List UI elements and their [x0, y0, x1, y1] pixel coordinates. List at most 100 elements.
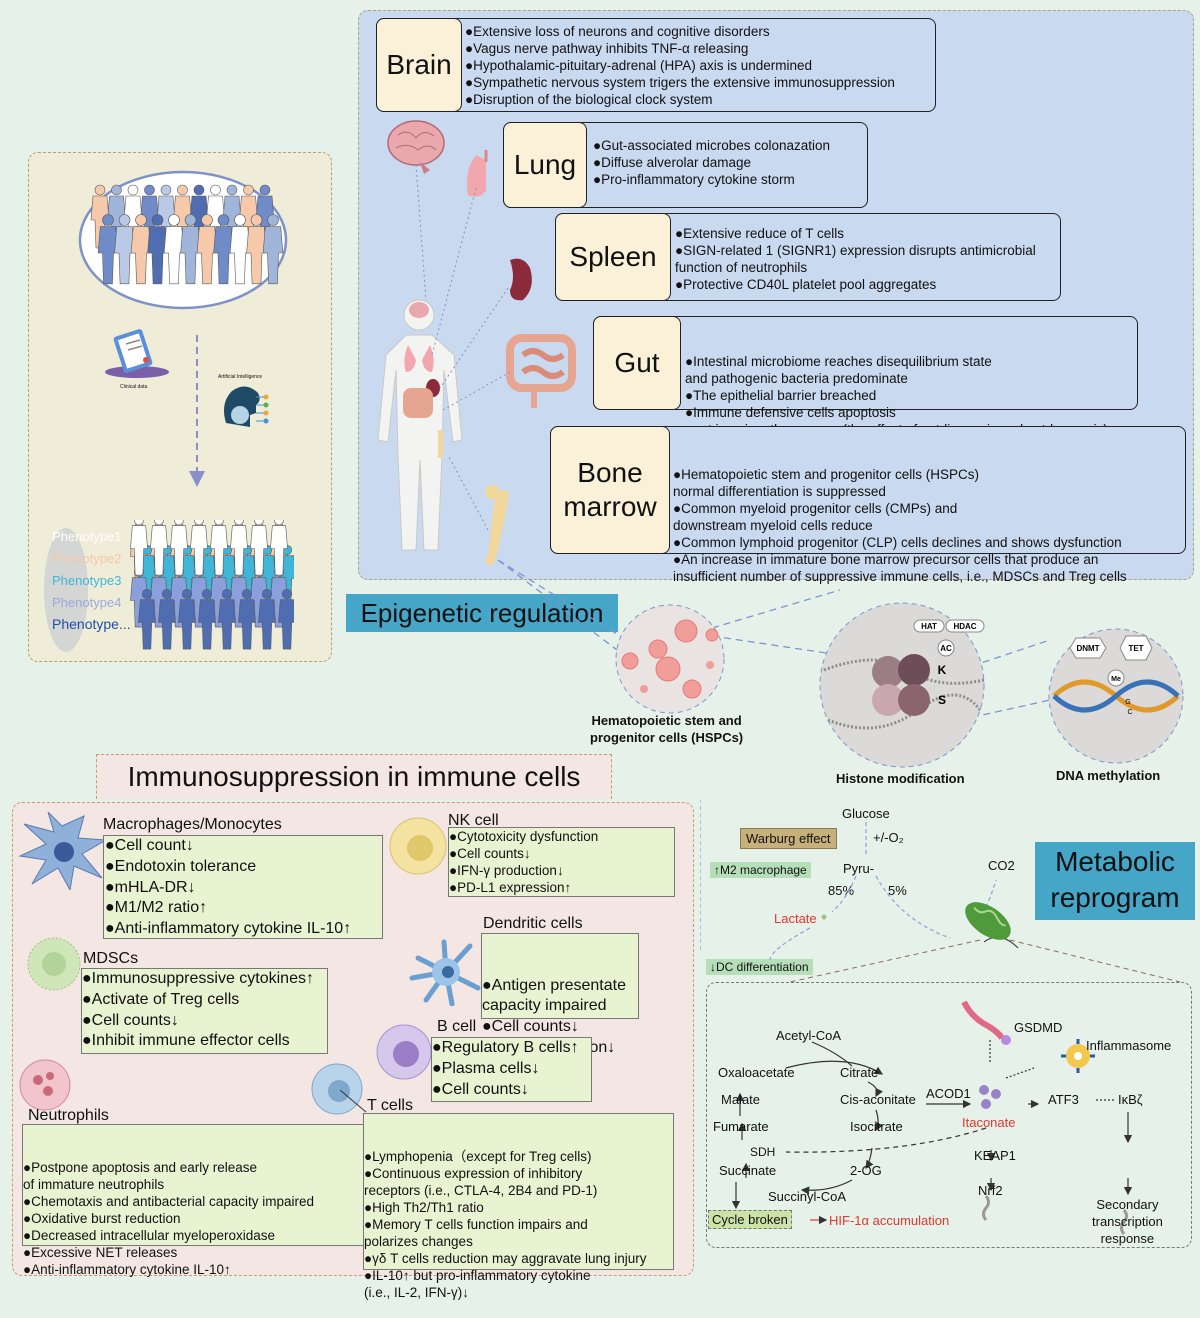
dna-dnmt-label: DNMT [1076, 644, 1099, 653]
gsdmd-label: GSDMD [1014, 1020, 1063, 1035]
pyru-label: Pyru- [843, 861, 875, 876]
itaconate-label: Itaconate [962, 1115, 1016, 1130]
person-figure [278, 588, 294, 650]
clipboard-icon [105, 329, 169, 378]
dc-box: ●Antigen presentate capacity impaired●Ce… [481, 933, 639, 1056]
bone-icon [485, 485, 509, 565]
dna-g-label: G [1125, 699, 1130, 706]
neutrophil-icon [19, 1059, 71, 1111]
mdsc-box: ●Immunosuppressive cytokines↑●Activate o… [81, 968, 328, 1054]
dna-label: DNA methylation [1056, 768, 1161, 783]
brain-box [376, 18, 936, 112]
person-figure [150, 520, 168, 576]
clinical-data-label: Clinical data [120, 384, 148, 390]
histone-hat-label: HAT [921, 622, 937, 631]
person-figure [198, 588, 216, 650]
gut-title: Gut [593, 316, 681, 410]
oxaloacetate: Oxaloacetate [718, 1065, 795, 1080]
person-figure [262, 214, 284, 285]
person-figure [163, 214, 185, 285]
t-cell-title: T cells [367, 1097, 413, 1114]
dna-c-label: C [1127, 709, 1132, 716]
person-figure [130, 520, 148, 576]
b-cell-icon [376, 1024, 432, 1080]
person-figure [210, 520, 228, 576]
person-figure [97, 214, 119, 285]
nk-title: NK cell [448, 812, 499, 829]
dc-title: Dendritic cells [483, 915, 583, 932]
succinyl-coa: Succinyl-CoA [768, 1189, 847, 1204]
person-figure [238, 588, 256, 650]
lactate-label: Lactate [774, 911, 817, 926]
person-figure [270, 520, 288, 576]
zoom-lines [789, 939, 1181, 983]
inflammasome-label: Inflammasome [1086, 1038, 1172, 1053]
mdsc-title: MDSCs [83, 950, 139, 967]
t-cell-icon [311, 1063, 363, 1115]
t-cell-connector [340, 1090, 367, 1113]
m2-label: ↑M2 macrophage [710, 862, 811, 878]
histone-label: Histone modification [836, 771, 965, 786]
person-figure [107, 184, 126, 249]
tca-panel [706, 982, 1192, 1248]
o2-label: +/-O₂ [873, 830, 904, 845]
ai-label: Artificial Intelligence [218, 374, 263, 380]
hif-label: HIF-1α accumulation [829, 1213, 950, 1228]
dendritic-cell-icon [409, 939, 481, 1006]
person-figure [178, 588, 196, 650]
lung-title: Lung [503, 122, 587, 208]
two-og: 2-OG [850, 1163, 882, 1178]
histone-ac-label: AC [940, 644, 952, 653]
succinate: Succinate [719, 1163, 777, 1178]
person-figure [246, 214, 267, 285]
bone-marrow-bullets: ●Hematopoietic stem and progenitor cells… [673, 467, 1127, 584]
cycle-broken-label: Cycle broken [708, 1210, 792, 1229]
brain-icon [387, 120, 445, 174]
cis-aconitate: Cis-aconitate [840, 1092, 916, 1107]
ikbz-label: IκBζ [1118, 1092, 1143, 1107]
intestine-icon [506, 334, 576, 408]
person-figure [218, 588, 236, 650]
person-figure [230, 520, 248, 576]
gut-box [593, 316, 1138, 410]
person-figure [158, 588, 176, 650]
nk-box: ●Cytotoxicity dysfunction●Cell counts↓●I… [448, 827, 675, 897]
dna-circle: DNMT TET Me G C [1048, 628, 1184, 764]
organ-illustrations [377, 120, 576, 565]
histone-hdac-label: HDAC [953, 622, 976, 631]
person-figure [130, 214, 152, 285]
person-figure [258, 588, 276, 650]
macrophage-title: Macrophages/Monocytes [103, 816, 282, 833]
person-figure [138, 588, 156, 650]
neutrophil-box: ●Postpone apoptosis and early release of… [22, 1124, 364, 1277]
nrf2-label: Nrf2 [978, 1183, 1003, 1198]
macrophage-icon [18, 812, 106, 890]
spleen-bullets: ●Extensive reduce of T cells●SIGN-relate… [675, 226, 1036, 292]
fumarate: Fumarate [713, 1119, 769, 1134]
isocitrate: Isocitrate [850, 1119, 903, 1134]
histone-k-label: K [938, 663, 947, 677]
person-figure [190, 520, 208, 576]
person-figure [250, 520, 268, 576]
human-body-icon [377, 299, 463, 551]
pct85-label: 85% [828, 883, 855, 898]
brain-title: Brain [376, 18, 462, 112]
dna-tet-label: TET [1128, 644, 1143, 653]
pct5-label: 5% [888, 883, 907, 898]
epigenetic-title: Epigenetic regulation [346, 594, 618, 632]
lung-bullets: ●Gut-associated microbes colonazation●Di… [593, 138, 831, 187]
keap1-label: KEAP1 [974, 1148, 1016, 1163]
co2-label: CO2 [988, 858, 1015, 873]
mdsc-icon [27, 937, 81, 991]
phenotype-4: Phenotype4 [52, 595, 122, 610]
person-figure [170, 520, 188, 576]
b-cell-title: B cell [437, 1018, 477, 1035]
down-arrow [189, 335, 205, 487]
t-cell-box: ●Lymphopenia（except for Treg cells)●Cont… [363, 1113, 674, 1300]
atf3-label: ATF3 [1048, 1092, 1079, 1107]
phenotype-2: Phenotype2 [52, 551, 122, 566]
population-illustration [78, 170, 288, 310]
